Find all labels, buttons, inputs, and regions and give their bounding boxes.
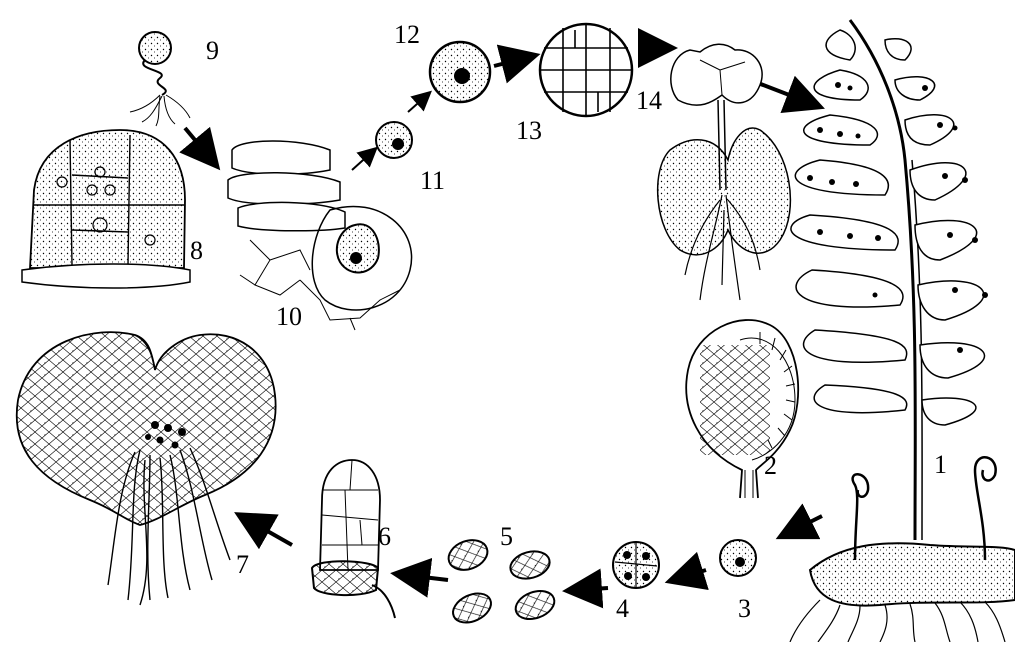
arrow-10-to-11 bbox=[352, 152, 372, 170]
label-1: 1 bbox=[934, 452, 947, 478]
label-14: 14 bbox=[636, 88, 662, 114]
label-9: 9 bbox=[206, 38, 219, 64]
label-3: 3 bbox=[738, 596, 751, 622]
zygote bbox=[376, 122, 412, 158]
arrow-4-to-5 bbox=[578, 588, 608, 590]
young-sporophyte bbox=[658, 44, 791, 300]
label-8: 8 bbox=[190, 238, 203, 264]
spore-single bbox=[720, 540, 756, 576]
spore-tetrad bbox=[613, 542, 659, 588]
arrow-3-to-4 bbox=[680, 570, 706, 578]
label-4: 4 bbox=[616, 596, 629, 622]
label-13: 13 bbox=[516, 118, 542, 144]
label-10: 10 bbox=[276, 304, 302, 330]
zygote-enlarged bbox=[430, 42, 490, 102]
archegonium bbox=[22, 130, 190, 288]
arrow-5-to-6 bbox=[406, 575, 448, 580]
label-2: 2 bbox=[764, 453, 777, 479]
label-5: 5 bbox=[500, 524, 513, 550]
fertilization-archegonium bbox=[228, 141, 412, 330]
sporangium bbox=[686, 320, 798, 498]
arrow-6-to-7 bbox=[248, 520, 292, 545]
label-6: 6 bbox=[378, 524, 391, 550]
arrow-1-to-3 bbox=[790, 516, 822, 532]
spermatozoid bbox=[130, 32, 190, 126]
sporophyte-fern bbox=[790, 20, 1015, 642]
label-12: 12 bbox=[394, 22, 420, 48]
arrow-9-to-10 bbox=[185, 128, 210, 158]
embryo bbox=[540, 24, 632, 116]
label-11: 11 bbox=[420, 168, 445, 194]
arrow-11-to-12 bbox=[408, 96, 426, 112]
arrow-12-to-13 bbox=[494, 58, 525, 66]
label-7: 7 bbox=[236, 552, 249, 578]
